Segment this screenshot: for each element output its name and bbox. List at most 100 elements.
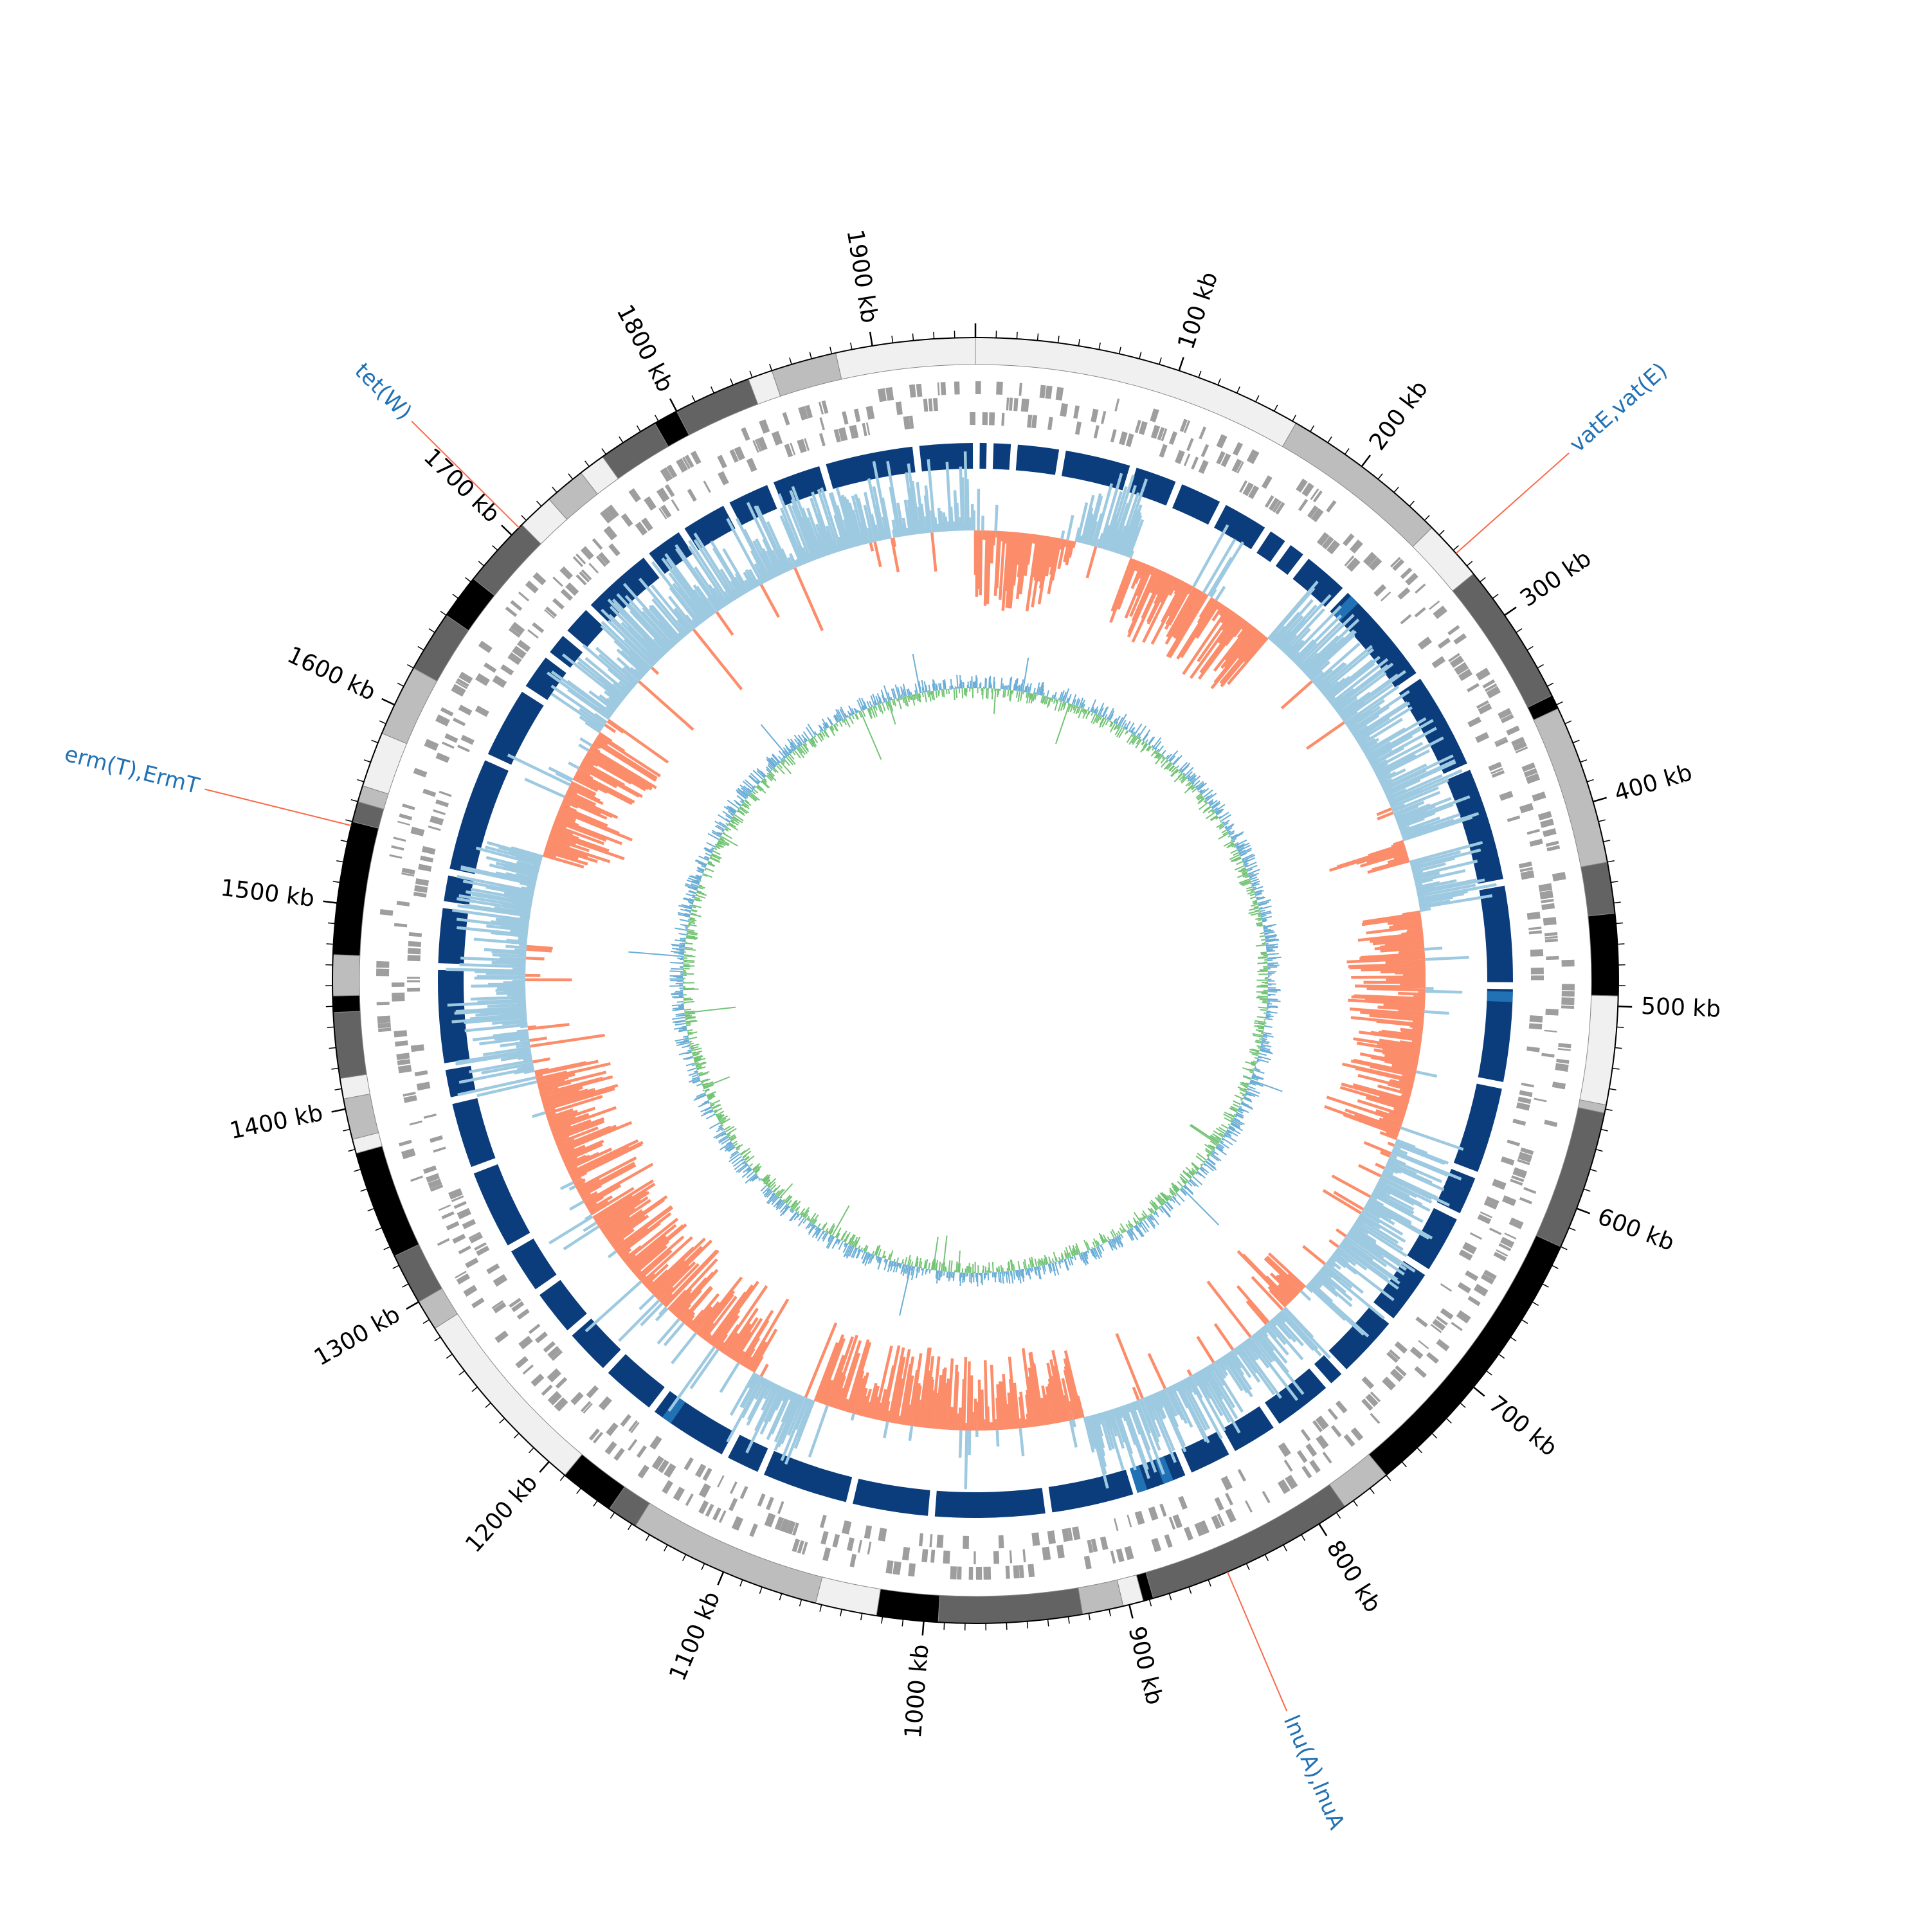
amr-gene-label: tet(W) (350, 358, 417, 425)
gc-content-bar (568, 763, 579, 768)
cds-feature (1336, 1400, 1348, 1413)
gc-content-bar (487, 1004, 526, 1006)
tick-mark (1516, 629, 1522, 633)
blast-hit (1049, 1470, 1134, 1513)
cds-feature (1186, 438, 1193, 451)
tick-mark (453, 594, 458, 599)
cds-feature (1562, 984, 1575, 990)
cds-feature (1159, 1504, 1166, 1517)
tick-label: 600 kb (1594, 1204, 1678, 1256)
tick-mark (1601, 1129, 1608, 1131)
cds-feature (1110, 429, 1117, 442)
gc-content-bar (1355, 986, 1426, 988)
cds-feature (1470, 1232, 1482, 1240)
tick-mark (1417, 1448, 1422, 1453)
cds-feature (1056, 1545, 1065, 1558)
cds-feature (820, 1515, 827, 1528)
cds-feature (376, 961, 389, 968)
cds-feature (902, 1547, 910, 1560)
contig-segment (333, 822, 379, 956)
cds-feature (687, 489, 697, 501)
tick-mark (1292, 415, 1296, 421)
tick-mark (1584, 1189, 1590, 1191)
tick-mark (1616, 923, 1623, 924)
tick-mark (1027, 1621, 1028, 1629)
gc-content-bar (527, 946, 553, 948)
gc-content-bar (1067, 515, 1073, 539)
cds-feature (849, 425, 859, 439)
cds-feature (1006, 397, 1009, 410)
tick-mark (902, 1620, 903, 1627)
cds-feature (397, 821, 410, 826)
cds-feature (1552, 872, 1566, 881)
cds-feature (408, 948, 421, 954)
cds-feature (1465, 1270, 1478, 1281)
cds-feature (465, 1258, 478, 1268)
contig-segment (1580, 995, 1618, 1105)
cds-feature (1148, 1506, 1159, 1521)
gc-content-bar (966, 1431, 967, 1489)
cds-feature (1534, 1098, 1546, 1103)
cds-feature (435, 752, 449, 763)
blast-hit-alt (1487, 991, 1512, 1002)
cds-feature (718, 471, 729, 485)
tick-mark (379, 721, 386, 723)
cds-feature (1432, 656, 1446, 669)
cds-feature (963, 1536, 969, 1549)
cds-feature (458, 1245, 471, 1254)
cds-feature (1217, 434, 1227, 448)
cds-feature (1001, 413, 1004, 426)
tick-mark (1336, 1513, 1340, 1519)
cds-feature (510, 600, 522, 611)
gc-content-bar (1149, 1353, 1165, 1388)
contig-segment (343, 1094, 379, 1139)
cds-feature (1415, 1317, 1427, 1328)
cds-feature (637, 1445, 647, 1458)
tick-mark (1613, 1069, 1620, 1070)
gc-content-bar (957, 503, 958, 531)
cds-feature (433, 809, 446, 815)
blast-hit (474, 1164, 530, 1245)
tick-mark (1237, 386, 1240, 393)
cds-feature (999, 1535, 1004, 1548)
tick-mark (750, 371, 752, 377)
tick-mark (1543, 1284, 1549, 1287)
gc-content-bar (1281, 682, 1312, 709)
gc-content-bar (971, 1375, 972, 1431)
cds-feature (628, 488, 641, 502)
cds-feature (418, 863, 431, 871)
cds-feature (1309, 1459, 1321, 1473)
gc-content-bar (1323, 1190, 1361, 1213)
cds-feature (1467, 1296, 1480, 1306)
cds-feature (983, 1567, 991, 1580)
cds-feature (404, 1095, 417, 1103)
tick-mark (351, 800, 358, 802)
cds-feature (628, 1439, 637, 1450)
cds-feature (909, 384, 916, 398)
amr-gene-connector (1227, 1572, 1287, 1711)
cds-feature (1346, 557, 1361, 572)
blast-hit (935, 1488, 1046, 1518)
gc-content-bar (1204, 539, 1235, 593)
tick-mark (1587, 780, 1593, 782)
cds-feature (1418, 636, 1432, 649)
cds-feature (1125, 1546, 1134, 1560)
cds-feature (552, 577, 563, 587)
cds-feature (996, 382, 1003, 395)
tick-mark (1328, 437, 1332, 442)
cds-feature (777, 1501, 784, 1514)
tick-mark (1218, 379, 1220, 385)
gc-content-bar (968, 1362, 970, 1431)
cds-feature (717, 455, 727, 468)
gc-content-bar (579, 745, 588, 750)
cds-feature (606, 1422, 619, 1436)
cds-feature (1040, 385, 1046, 399)
cds-feature (1544, 932, 1557, 936)
cds-feature (866, 406, 875, 420)
tick-mark (779, 1594, 781, 1600)
cds-feature (1351, 1427, 1364, 1441)
blast-hit (567, 610, 604, 647)
cds-feature (1013, 398, 1019, 411)
cds-feature (397, 901, 410, 907)
cds-feature (377, 1002, 390, 1005)
